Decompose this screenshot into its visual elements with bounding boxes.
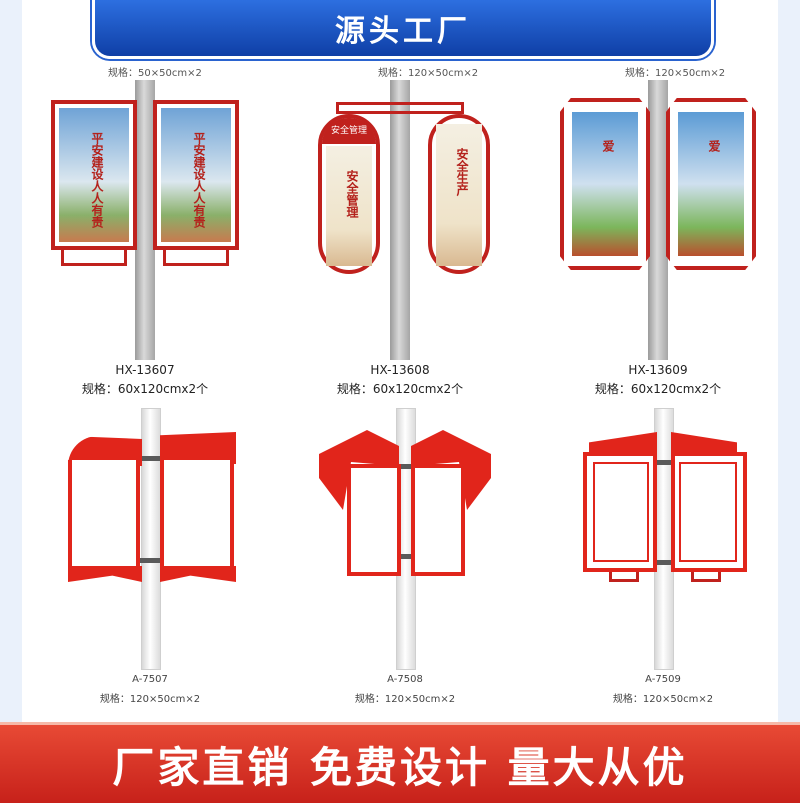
decorative-fret — [336, 102, 464, 114]
product-card-a7509: A-7509 规格：120×50cm×2 — [553, 408, 773, 708]
footer-banner: 厂家直销 免费设计 量大从优 — [0, 722, 800, 803]
header-banner: 源头工厂 — [92, 0, 714, 59]
product-code: A-7508 — [387, 674, 423, 685]
top-spec-1: 规格：50×50cm×2 — [108, 68, 202, 79]
product-card-a7507: A-7507 规格：120×50cm×2 — [40, 408, 260, 708]
poster-text: 爱 — [601, 140, 615, 152]
decorative-fret — [609, 572, 639, 582]
pole-clamp — [391, 464, 419, 469]
product-spec: 规格：60x120cmx2个 — [336, 382, 464, 396]
pole-clamp — [136, 558, 164, 563]
footer-slogan: 厂家直销 免费设计 量大从优 — [112, 742, 688, 792]
lantern-panel-right: 安全生产 — [428, 114, 490, 274]
poster-image: 安全生产 — [436, 124, 482, 266]
product-card-hx13607: 平安建设人人有责 平安建设人人有责 HX-13607 规格：60x120cmx2… — [35, 80, 255, 400]
frame-right-inner — [679, 462, 737, 562]
pole-clamp — [649, 460, 677, 465]
decorative-fret — [691, 572, 721, 582]
banner-panel-left: 平安建设人人有责 — [51, 100, 137, 250]
octagon-panel-right: 爱 — [666, 98, 756, 270]
octagon-panel-left: 爱 — [560, 98, 650, 270]
poster-image: 平安建设人人有责 — [161, 108, 231, 242]
wave-flag-bottom-right — [160, 566, 236, 582]
product-code: HX-13608 — [370, 363, 430, 377]
product-spec: 规格：120×50cm×2 — [354, 694, 456, 705]
lantern-panel-left: 安全管理 安全管理 — [318, 114, 380, 274]
pole-clamp — [391, 554, 419, 559]
pole-clamp — [136, 456, 164, 461]
frame-right — [160, 460, 234, 572]
product-spec: 规格：120×50cm×2 — [612, 694, 714, 705]
poster-text: 爱 — [707, 140, 721, 152]
poster-text: 安全生产 — [455, 148, 469, 196]
frame-right — [411, 464, 465, 576]
decorative-fret — [61, 250, 127, 266]
poster-text: 安全管理 — [345, 170, 359, 218]
pole — [141, 408, 161, 670]
product-spec: 规格：60x120cmx2个 — [594, 382, 722, 396]
poster-text: 平安建设人人有责 — [90, 132, 104, 228]
frame-left — [68, 460, 140, 572]
product-code: A-7509 — [645, 674, 681, 685]
pole-clamp — [649, 560, 677, 565]
pole — [135, 80, 155, 360]
header-title: 源头工厂 — [335, 14, 471, 49]
product-code: HX-13609 — [628, 363, 688, 377]
frame-left — [347, 464, 401, 576]
product-code: HX-13607 — [115, 363, 175, 377]
frame-left-inner — [593, 462, 649, 562]
product-spec: 规格：60x120cmx2个 — [81, 382, 209, 396]
wave-flag-right — [160, 432, 236, 464]
poster-image: 平安建设人人有责 — [59, 108, 129, 242]
banner-panel-right: 平安建设人人有责 — [153, 100, 239, 250]
product-card-hx13608: 安全管理 安全管理 安全生产 HX-13608 规格：60x120cmx2个 — [290, 80, 510, 400]
pole — [648, 80, 668, 360]
poster-image: 爱 — [678, 112, 744, 256]
poster-text: 平安建设人人有责 — [192, 132, 206, 228]
product-code: A-7507 — [132, 674, 168, 685]
wave-flag-bottom-left — [68, 566, 142, 582]
poster-image: 安全管理 — [326, 146, 372, 266]
top-spec-3: 规格：120×50cm×2 — [625, 68, 726, 79]
pole — [390, 80, 410, 360]
decorative-fret — [163, 250, 229, 266]
top-spec-2: 规格：120×50cm×2 — [378, 68, 479, 79]
product-card-hx13609: 爱 爱 HX-13609 规格：60x120cmx2个 — [548, 80, 768, 400]
poster-image: 爱 — [572, 112, 638, 256]
panel-header: 安全管理 — [322, 118, 376, 144]
product-card-a7508: A-7508 规格：120×50cm×2 — [295, 408, 515, 708]
product-spec: 规格：120×50cm×2 — [99, 694, 201, 705]
